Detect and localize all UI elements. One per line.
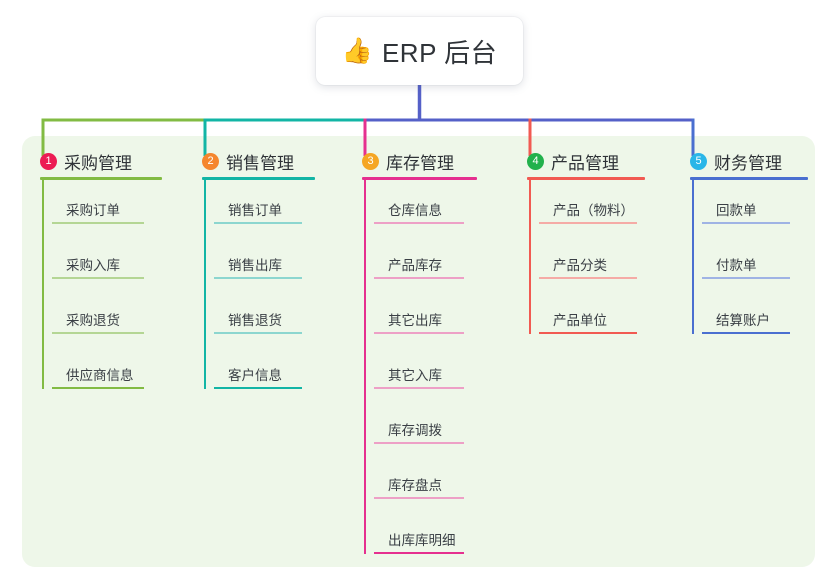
leaf-label: 销售退货 bbox=[228, 313, 282, 328]
leaf-label: 产品分类 bbox=[553, 258, 607, 273]
leaf-underline bbox=[374, 277, 464, 279]
leaf-label: 其它入库 bbox=[388, 368, 442, 383]
branch-header-2[interactable]: 2 销售管理 bbox=[202, 149, 294, 174]
branch-badge-3: 3 bbox=[362, 153, 379, 170]
leaf-label: 客户信息 bbox=[228, 368, 282, 383]
branch-underline-4 bbox=[527, 177, 645, 180]
leaf-label: 付款单 bbox=[716, 258, 757, 273]
leaf-underline bbox=[702, 277, 790, 279]
branch-header-3[interactable]: 3 库存管理 bbox=[362, 149, 454, 174]
branch-column-3: 3 库存管理仓库信息产品库存其它出库其它入库库存调拨库存盘点出库库明细 bbox=[362, 136, 522, 567]
branch-title-2: 销售管理 bbox=[226, 154, 294, 173]
leaf-label: 供应商信息 bbox=[66, 368, 134, 383]
branch-title-4: 产品管理 bbox=[551, 154, 619, 173]
leaf-underline bbox=[374, 497, 464, 499]
root-title: ERP 后台 bbox=[381, 37, 498, 68]
leaf-label: 产品（物料） bbox=[553, 203, 634, 218]
thumbs-up-icon: 👍 bbox=[341, 36, 373, 65]
branch-underline-3 bbox=[362, 177, 477, 180]
branch-column-2: 2 销售管理销售订单销售出库销售退货客户信息 bbox=[202, 136, 362, 567]
leaf-underline bbox=[702, 222, 790, 224]
branch-columns: 1 采购管理采购订单采购入库采购退货供应商信息 2 销售管理销售订单销售出库销售退货客… bbox=[22, 136, 815, 567]
branch-badge-2: 2 bbox=[202, 153, 219, 170]
leaf-underline bbox=[52, 387, 144, 389]
branch-stem-5 bbox=[692, 180, 694, 334]
leaf-underline bbox=[52, 222, 144, 224]
leaf-label: 仓库信息 bbox=[388, 203, 442, 218]
leaf-label: 产品库存 bbox=[388, 258, 442, 273]
leaf-underline bbox=[702, 332, 790, 334]
leaf-underline bbox=[374, 387, 464, 389]
leaf-underline bbox=[52, 332, 144, 334]
leaf-underline bbox=[539, 277, 637, 279]
branch-title-5: 财务管理 bbox=[714, 154, 782, 173]
branch-column-5: 5 财务管理回款单付款单结算账户 bbox=[690, 136, 839, 567]
leaf-label: 回款单 bbox=[716, 203, 757, 218]
leaf-label: 结算账户 bbox=[716, 313, 770, 328]
leaf-label: 库存调拨 bbox=[388, 423, 442, 438]
branch-stem-4 bbox=[529, 180, 531, 334]
leaf-underline bbox=[214, 332, 302, 334]
branch-column-1: 1 采购管理采购订单采购入库采购退货供应商信息 bbox=[40, 136, 200, 567]
branch-title-1: 采购管理 bbox=[64, 154, 132, 173]
branch-header-5[interactable]: 5 财务管理 bbox=[690, 149, 782, 174]
branch-stem-2 bbox=[204, 180, 206, 389]
leaf-label: 其它出库 bbox=[388, 313, 442, 328]
leaf-underline bbox=[52, 277, 144, 279]
branch-badge-4: 4 bbox=[527, 153, 544, 170]
branch-underline-1 bbox=[40, 177, 162, 180]
branch-title-3: 库存管理 bbox=[386, 154, 454, 173]
branch-header-1[interactable]: 1 采购管理 bbox=[40, 149, 132, 174]
branch-stem-1 bbox=[42, 180, 44, 389]
leaf-underline bbox=[374, 332, 464, 334]
branch-underline-5 bbox=[690, 177, 808, 180]
leaf-label: 采购入库 bbox=[66, 258, 120, 273]
branch-badge-5: 5 bbox=[690, 153, 707, 170]
leaf-underline bbox=[539, 222, 637, 224]
branch-header-4[interactable]: 4 产品管理 bbox=[527, 149, 619, 174]
root-node[interactable]: 👍 ERP 后台 bbox=[316, 17, 523, 85]
leaf-underline bbox=[214, 222, 302, 224]
branch-column-4: 4 产品管理产品（物料） 产品分类产品单位 bbox=[527, 136, 687, 567]
leaf-underline bbox=[539, 332, 637, 334]
leaf-label: 销售订单 bbox=[228, 203, 282, 218]
branches-panel bbox=[22, 136, 815, 567]
leaf-underline bbox=[214, 277, 302, 279]
leaf-underline bbox=[374, 442, 464, 444]
leaf-label: 库存盘点 bbox=[388, 478, 442, 493]
leaf-label: 出库库明细 bbox=[388, 533, 456, 548]
leaf-label: 采购订单 bbox=[66, 203, 120, 218]
branch-badge-1: 1 bbox=[40, 153, 57, 170]
leaf-underline bbox=[214, 387, 302, 389]
branch-underline-2 bbox=[202, 177, 315, 180]
leaf-label: 采购退货 bbox=[66, 313, 120, 328]
leaf-underline bbox=[374, 222, 464, 224]
branch-stem-3 bbox=[364, 180, 366, 554]
leaf-label: 销售出库 bbox=[228, 258, 282, 273]
leaf-label: 产品单位 bbox=[553, 313, 607, 328]
leaf-underline bbox=[374, 552, 464, 554]
